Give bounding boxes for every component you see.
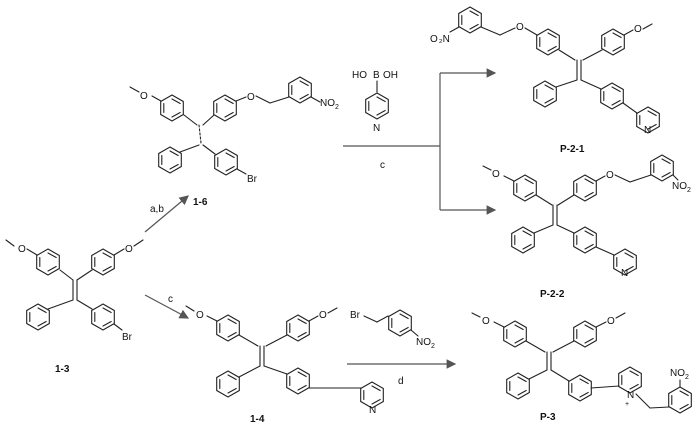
nitrogen-atom: N bbox=[373, 123, 380, 134]
compound-1-3: O O Br 1-3 bbox=[5, 239, 144, 375]
oxygen-atom: O bbox=[247, 92, 255, 103]
nitrogen-atom: N bbox=[621, 268, 628, 279]
nitro-group: O₂N bbox=[430, 34, 450, 45]
oxygen-atom: O bbox=[319, 310, 327, 321]
bromine-atom: Br bbox=[247, 174, 258, 185]
compound-P-2-2: N O O NO2 P-2-2 bbox=[482, 154, 691, 300]
compound-label-P-2-2: P-2-2 bbox=[540, 289, 565, 300]
oxygen-atom: O bbox=[196, 310, 204, 321]
compound-label-P-3: P-3 bbox=[540, 412, 556, 423]
compound-1-6: O O NO2 Br 1-6 bbox=[129, 76, 339, 208]
nitrogen-atom: N bbox=[369, 405, 376, 416]
compound-P-3: N + NO2 O O P-3 bbox=[471, 312, 692, 423]
oxygen-atom: O bbox=[634, 24, 642, 35]
nitro-group: NO2 bbox=[670, 368, 689, 381]
compound-label-1-6: 1-6 bbox=[193, 197, 208, 208]
arrow-1-3-to-1-6: a,b bbox=[144, 195, 189, 233]
reagent-nitrobenzyl-bromide: Br NO2 bbox=[350, 309, 435, 350]
hydroxyl-right: OH bbox=[383, 70, 398, 81]
oxygen-atom: O bbox=[607, 316, 615, 327]
condition-a-b: a,b bbox=[150, 204, 164, 215]
oxygen-atom: O bbox=[482, 316, 490, 327]
condition-c: c bbox=[168, 294, 173, 305]
bromine-atom: Br bbox=[122, 332, 133, 343]
positive-charge: + bbox=[625, 401, 629, 408]
nitrogen-atom: N bbox=[644, 125, 651, 136]
compound-P-2-1: N O O₂N O P-2-1 bbox=[430, 6, 660, 155]
condition-c: c bbox=[380, 160, 385, 171]
nitro-group: NO2 bbox=[320, 98, 339, 111]
compound-label-P-2-1: P-2-1 bbox=[560, 144, 585, 155]
oxygen-atom: O bbox=[18, 244, 26, 255]
arrow-1-4-to-P-3: d bbox=[347, 359, 457, 387]
boron-atom: B bbox=[373, 70, 380, 81]
compound-1-4: N O O 1-4 bbox=[185, 305, 384, 425]
reagent-pyridylboronic-acid: HO B OH N bbox=[352, 70, 398, 134]
nitro-group: NO2 bbox=[416, 337, 435, 350]
condition-d: d bbox=[398, 376, 404, 387]
compound-label-1-3: 1-3 bbox=[55, 364, 70, 375]
oxygen-atom: O bbox=[606, 170, 614, 181]
nitro-group: NO2 bbox=[672, 181, 691, 194]
hydroxyl-left: HO bbox=[352, 70, 367, 81]
oxygen-atom: O bbox=[140, 91, 148, 102]
pyridinium-nitrogen: N bbox=[627, 390, 634, 401]
compound-label-1-4: 1-4 bbox=[250, 414, 265, 425]
arrow-1-3-to-1-4: c bbox=[144, 294, 190, 319]
oxygen-atom: O bbox=[125, 244, 133, 255]
bromine-atom: Br bbox=[350, 310, 361, 321]
oxygen-atom: O bbox=[492, 169, 500, 180]
oxygen-atom: O bbox=[516, 22, 524, 33]
arrow-1-6-to-products: c bbox=[343, 68, 497, 215]
